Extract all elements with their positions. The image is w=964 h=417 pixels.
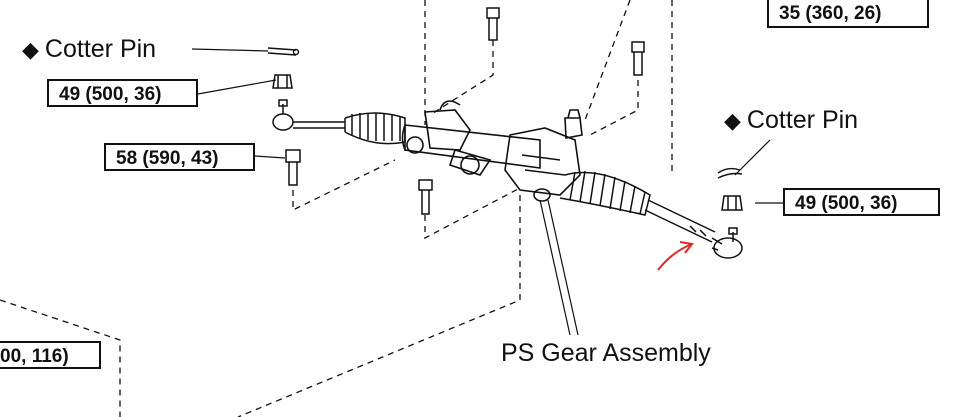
torque-box-top-right: 35 (360, 26) — [767, 0, 929, 28]
cotter-pin-right-label: ◆Cotter Pin — [724, 105, 858, 136]
left-bolt — [285, 149, 301, 186]
red-annotation-arrow — [657, 241, 694, 271]
torque-box-left-nut: 49 (500, 36) — [47, 79, 198, 107]
leader-lines — [191, 48, 783, 336]
right-boot — [559, 170, 651, 216]
cotter-pin-left-text: Cotter Pin — [44, 35, 157, 63]
rack-housing — [401, 100, 541, 176]
cotter-pin-right-text: Cotter Pin — [746, 106, 859, 134]
pinion-housing — [504, 109, 583, 202]
dashed-leader-lines — [0, 0, 673, 417]
right-castle-nut — [721, 195, 743, 211]
ps-gear-assembly-label: PS Gear Assembly — [501, 339, 711, 367]
left-boot — [344, 112, 406, 145]
diamond-marker-icon: ◆ — [22, 37, 39, 62]
cotter-pin-left-label: ◆Cotter Pin — [22, 34, 156, 65]
right-cotter-pin — [717, 167, 743, 179]
top-bolt-right — [631, 41, 645, 76]
diamond-marker-icon: ◆ — [724, 108, 741, 133]
left-tie-rod-end — [272, 99, 345, 131]
right-tie-rod — [644, 199, 716, 243]
torque-box-bottom-left: 00, 116) — [0, 341, 101, 369]
torque-box-left-bolt: 58 (590, 43) — [104, 143, 255, 171]
lower-bolt — [418, 179, 433, 215]
top-bolt-center — [486, 7, 500, 41]
right-tie-rod-end — [711, 227, 743, 259]
left-castle-nut — [272, 74, 293, 89]
torque-box-right-nut: 49 (500, 36) — [783, 188, 940, 216]
left-cotter-pin — [267, 47, 300, 56]
